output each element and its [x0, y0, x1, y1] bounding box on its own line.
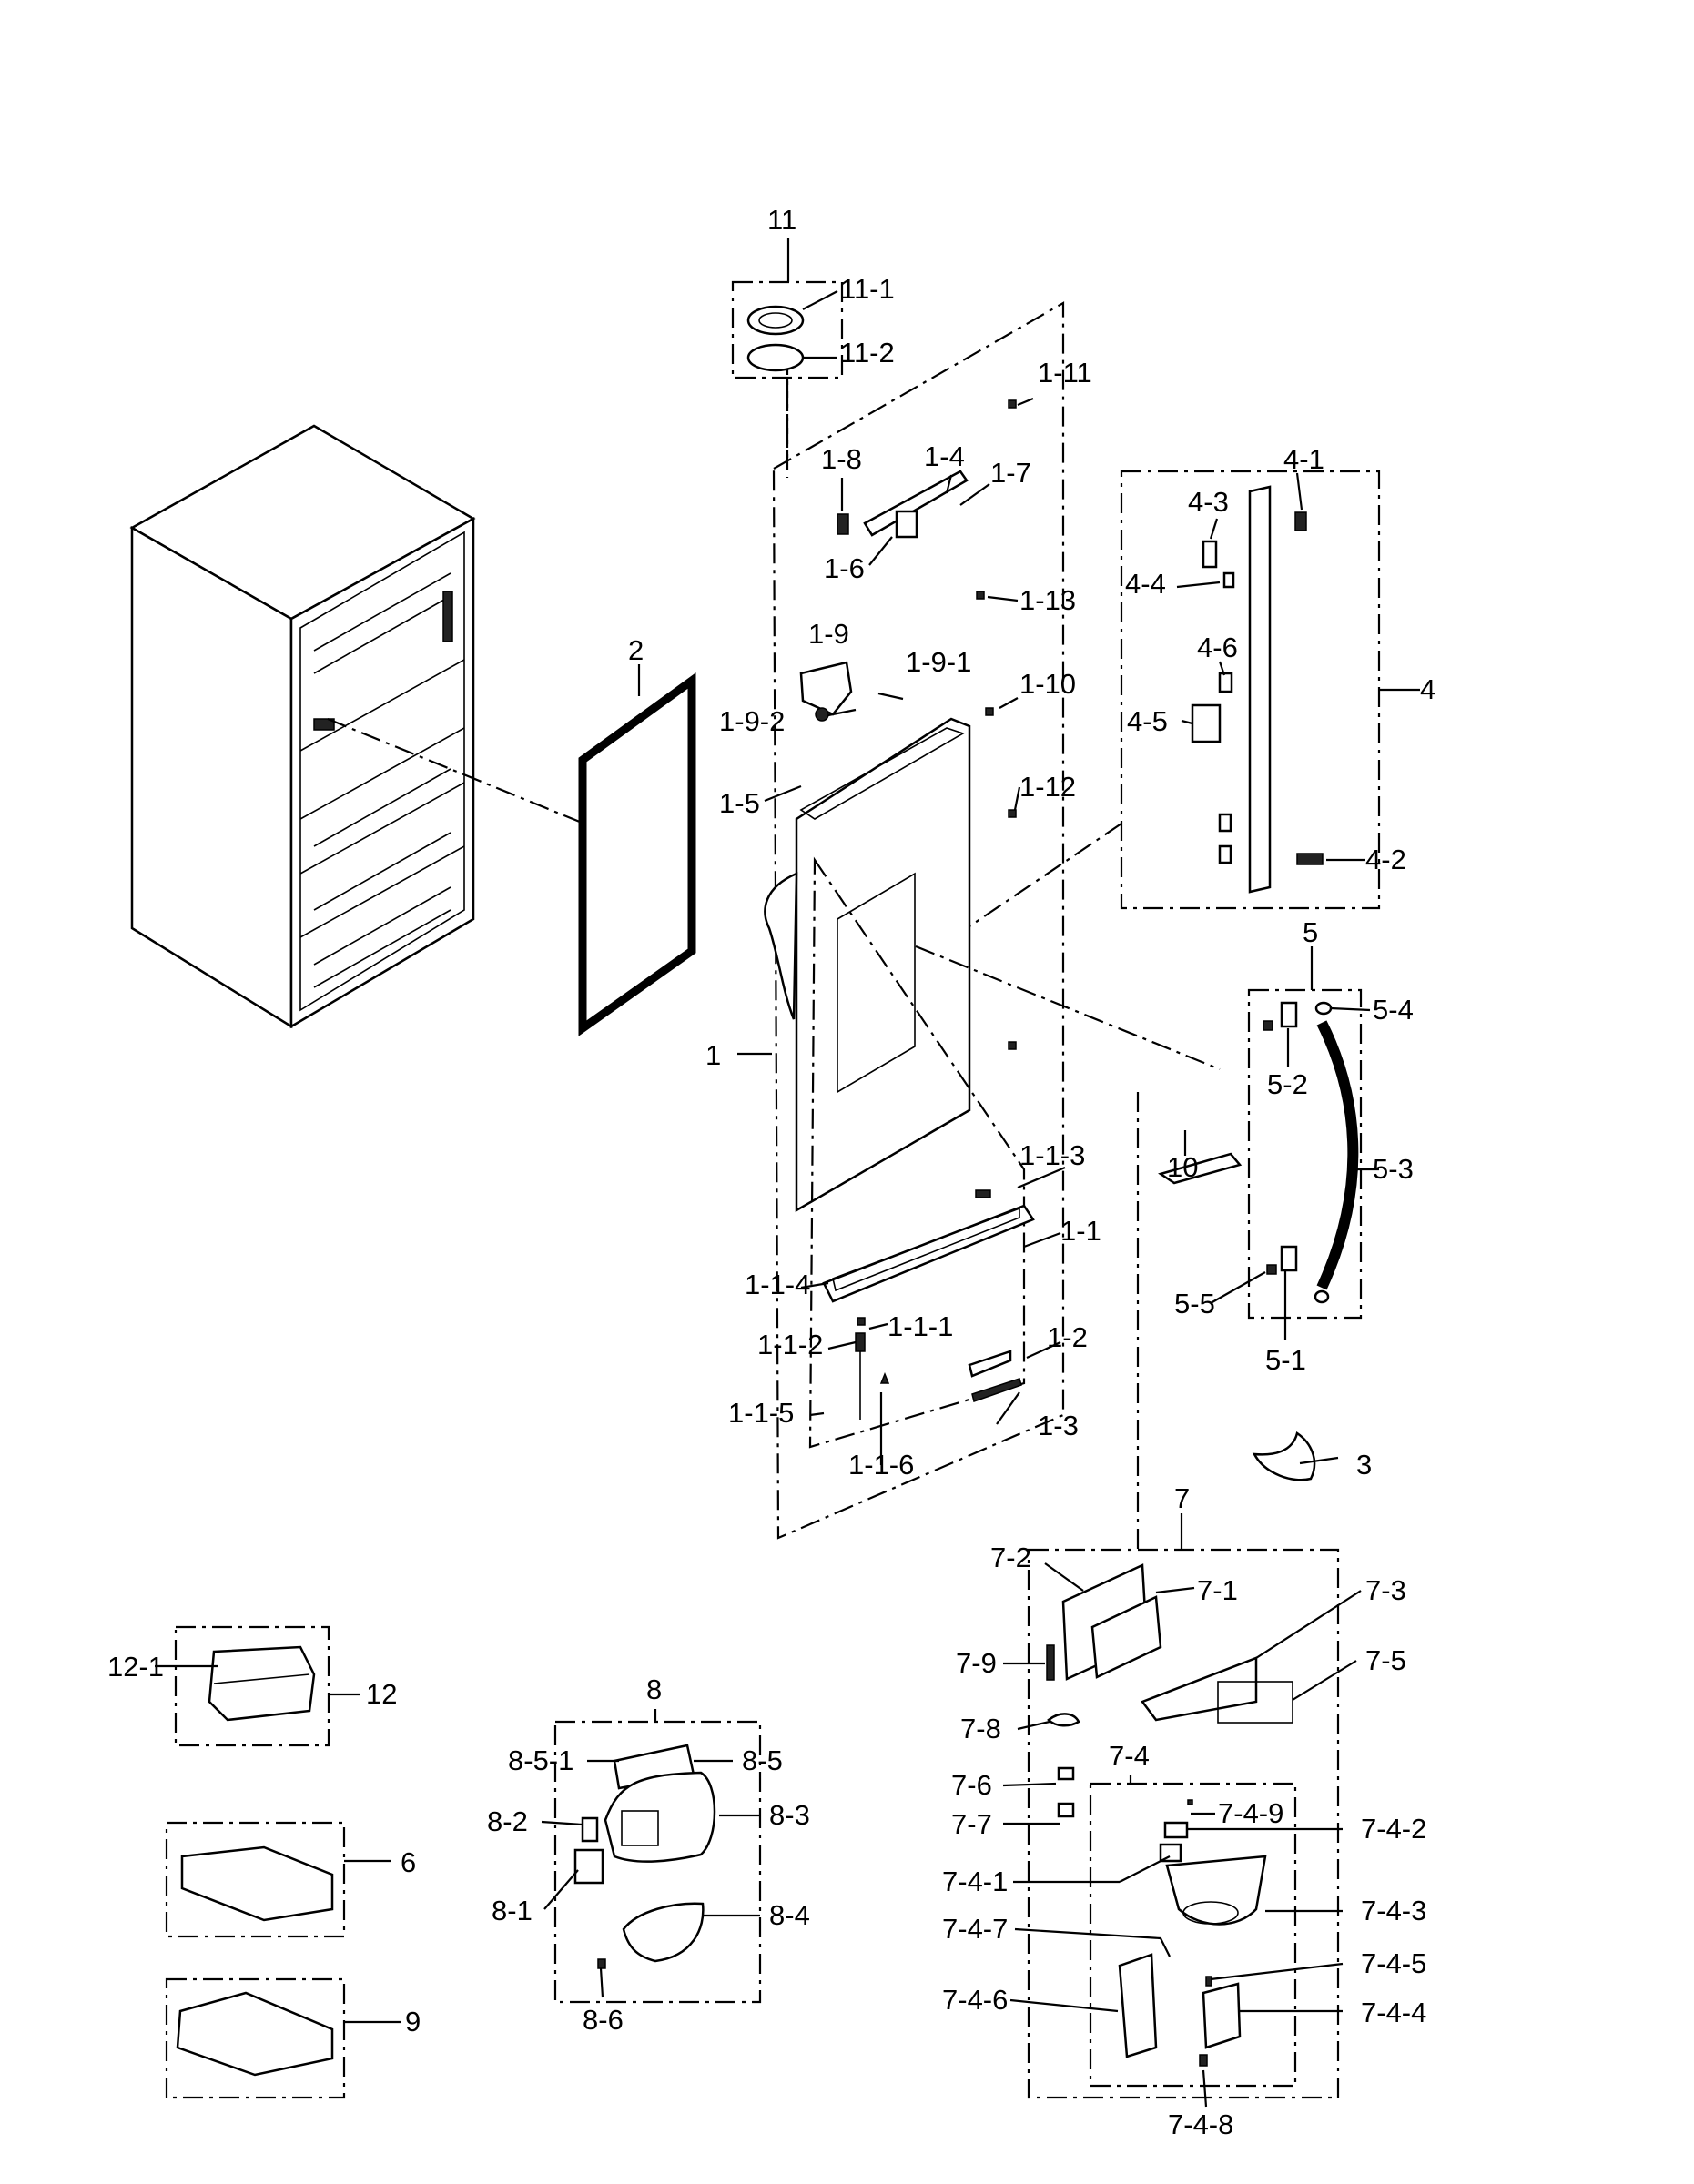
- label-8-5-1: 8-5-1: [508, 1744, 573, 1776]
- label-7-4-6: 7-4-6: [942, 1984, 1008, 2016]
- label-4-1: 4-1: [1283, 443, 1324, 475]
- label-12-1: 12-1: [107, 1651, 164, 1683]
- label-5-1: 5-1: [1265, 1344, 1306, 1376]
- part-labels: 11 11-1 11-2 1-11 1-4 1-8 1-7 1-6 1-13 1…: [107, 204, 1435, 2140]
- label-10: 10: [1167, 1151, 1198, 1183]
- label-8-2: 8-2: [487, 1805, 528, 1837]
- label-1-1-2: 1-1-2: [757, 1329, 823, 1360]
- label-1-1-5: 1-1-5: [728, 1397, 794, 1429]
- label-8-3: 8-3: [769, 1799, 810, 1831]
- label-1-4: 1-4: [924, 440, 965, 472]
- label-7-2: 7-2: [990, 1542, 1031, 1573]
- bin-12: [174, 1625, 330, 1747]
- label-7-4-9: 7-4-9: [1218, 1797, 1283, 1829]
- label-7-4-4: 7-4-4: [1361, 1997, 1426, 2028]
- label-4-6: 4-6: [1197, 632, 1238, 663]
- label-1-7: 1-7: [990, 457, 1031, 489]
- label-1-1-1: 1-1-1: [888, 1310, 953, 1342]
- label-8-1: 8-1: [492, 1895, 533, 1926]
- label-1-11: 1-11: [1038, 357, 1092, 389]
- label-1-10: 1-10: [1019, 668, 1076, 700]
- label-11-1: 11-1: [840, 273, 895, 305]
- label-1-13: 1-13: [1019, 584, 1076, 616]
- label-1-5: 1-5: [719, 787, 760, 819]
- label-5-4: 5-4: [1373, 994, 1414, 1026]
- label-4-3: 4-3: [1188, 486, 1229, 518]
- label-5-5: 5-5: [1174, 1288, 1215, 1320]
- cap-group: [731, 280, 844, 478]
- label-8-5: 8-5: [742, 1744, 783, 1776]
- label-6: 6: [401, 1846, 416, 1878]
- label-5-3: 5-3: [1373, 1153, 1414, 1185]
- label-1-1-6: 1-1-6: [848, 1449, 914, 1481]
- label-1-9-2: 1-9-2: [719, 705, 785, 737]
- door-gasket: [578, 672, 696, 1036]
- label-7-4: 7-4: [1109, 1740, 1150, 1772]
- door-assembly: [764, 301, 1221, 1540]
- label-7-3: 7-3: [1365, 1574, 1406, 1606]
- dispenser-group: [1027, 1092, 1340, 2099]
- door-strip-group: [969, 470, 1381, 927]
- label-7-4-5: 7-4-5: [1361, 1947, 1426, 1979]
- label-1-3: 1-3: [1038, 1410, 1079, 1441]
- refrigerator-cabinet: [129, 424, 652, 1029]
- cover-part-3: [1252, 1431, 1316, 1481]
- label-8-4: 8-4: [769, 1899, 810, 1931]
- label-1: 1: [705, 1039, 721, 1071]
- label-1-9-1: 1-9-1: [906, 646, 971, 678]
- label-7-9: 7-9: [956, 1647, 997, 1679]
- label-1-9: 1-9: [808, 618, 849, 650]
- label-7-4-1: 7-4-1: [942, 1866, 1008, 1897]
- handle-group: [1247, 988, 1363, 1320]
- bin-9: [165, 1977, 346, 2099]
- label-4-2: 4-2: [1365, 844, 1406, 875]
- label-1-2: 1-2: [1047, 1321, 1088, 1353]
- label-1-1: 1-1: [1060, 1215, 1101, 1247]
- label-1-6: 1-6: [824, 552, 865, 584]
- label-3: 3: [1356, 1449, 1372, 1481]
- label-7: 7: [1174, 1482, 1190, 1514]
- label-12: 12: [366, 1678, 397, 1710]
- label-7-8: 7-8: [960, 1713, 1001, 1744]
- ice-bucket-group: [553, 1720, 762, 2004]
- label-11: 11: [767, 204, 796, 236]
- label-5: 5: [1303, 916, 1318, 948]
- label-11-2: 11-2: [840, 337, 895, 369]
- label-1-1-4: 1-1-4: [745, 1269, 810, 1300]
- label-7-4-2: 7-4-2: [1361, 1813, 1426, 1845]
- label-7-5: 7-5: [1365, 1644, 1406, 1676]
- label-7-6: 7-6: [951, 1769, 992, 1801]
- label-8-6: 8-6: [583, 2004, 624, 2036]
- label-7-4-8: 7-4-8: [1168, 2108, 1233, 2140]
- label-8: 8: [646, 1673, 662, 1705]
- plate-part-10: [1158, 1152, 1243, 1185]
- label-7-1: 7-1: [1197, 1574, 1238, 1606]
- label-7-4-3: 7-4-3: [1361, 1895, 1426, 1926]
- label-1-8: 1-8: [821, 443, 862, 475]
- bin-6: [165, 1821, 346, 1938]
- label-1-12: 1-12: [1019, 771, 1076, 803]
- label-9: 9: [405, 2006, 421, 2037]
- label-5-2: 5-2: [1267, 1068, 1308, 1100]
- leader-lines: [155, 238, 1420, 2108]
- label-4: 4: [1420, 673, 1435, 705]
- label-4-4: 4-4: [1125, 568, 1166, 600]
- label-7-7: 7-7: [951, 1808, 992, 1840]
- label-1-1-3: 1-1-3: [1019, 1139, 1085, 1171]
- label-4-5: 4-5: [1127, 705, 1168, 737]
- label-2: 2: [628, 634, 644, 666]
- label-7-4-7: 7-4-7: [942, 1913, 1008, 1945]
